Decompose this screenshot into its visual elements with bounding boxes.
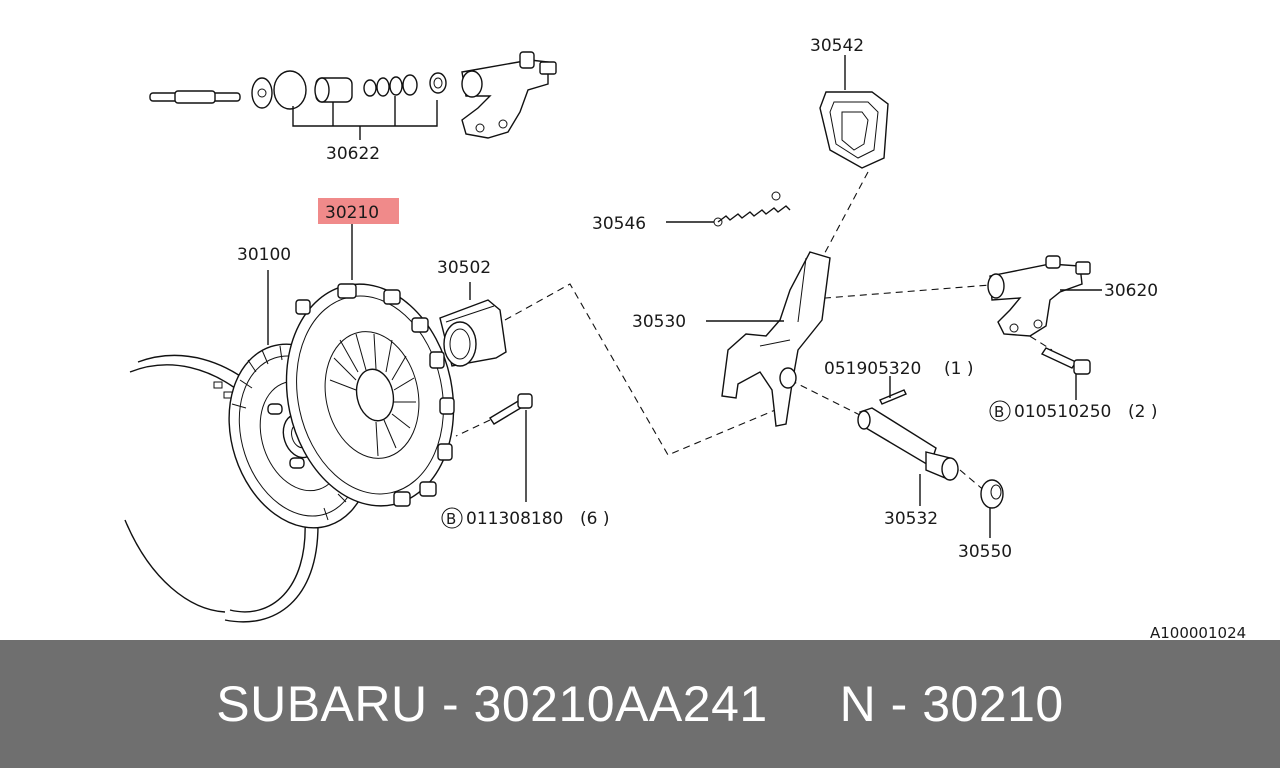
bolt-marker-b-2: B <box>994 403 1004 421</box>
parts-diagram: 30622 30100 <box>124 36 1246 640</box>
label-30620: 30620 <box>1104 281 1158 301</box>
label-30100: 30100 <box>237 245 291 265</box>
label-30542: 30542 <box>810 36 864 56</box>
master-cylinder-assembly <box>149 51 557 140</box>
release-fork-boot <box>819 91 889 169</box>
footer-part-number: SUBARU - 30210AA241 N - 30210 <box>216 676 1064 732</box>
label-30622: 30622 <box>326 144 380 164</box>
release-fork <box>721 251 831 427</box>
shaft-bushing <box>980 479 1004 509</box>
label-30210: 30210 <box>325 203 379 223</box>
label-051905320: 051905320 <box>824 359 921 379</box>
cylinder-bolt <box>1040 347 1091 375</box>
footer-banner: SUBARU - 30210AA241 N - 30210 <box>0 640 1280 768</box>
fork-pin <box>879 389 907 405</box>
label-30502: 30502 <box>437 258 491 278</box>
qty-011308180: (6 ) <box>580 509 609 529</box>
pressure-plate <box>285 283 455 507</box>
label-30530: 30530 <box>632 312 686 332</box>
release-bearing <box>439 299 507 367</box>
highlight-box-30210 <box>318 198 399 224</box>
operating-cylinder <box>987 255 1091 337</box>
label-010510250: 010510250 <box>1014 402 1111 422</box>
release-fork-shaft <box>857 407 959 481</box>
label-30546: 30546 <box>592 214 646 234</box>
pressure-plate-bolt <box>489 393 533 425</box>
qty-010510250: (2 ) <box>1128 402 1157 422</box>
return-spring <box>713 191 791 227</box>
label-011308180: 011308180 <box>466 509 563 529</box>
bolt-marker-b-1: B <box>446 510 456 528</box>
label-30550: 30550 <box>958 542 1012 562</box>
qty-051905320: (1 ) <box>944 359 973 379</box>
diagram-ref-code: A100001024 <box>1150 624 1246 640</box>
label-30532: 30532 <box>884 509 938 529</box>
